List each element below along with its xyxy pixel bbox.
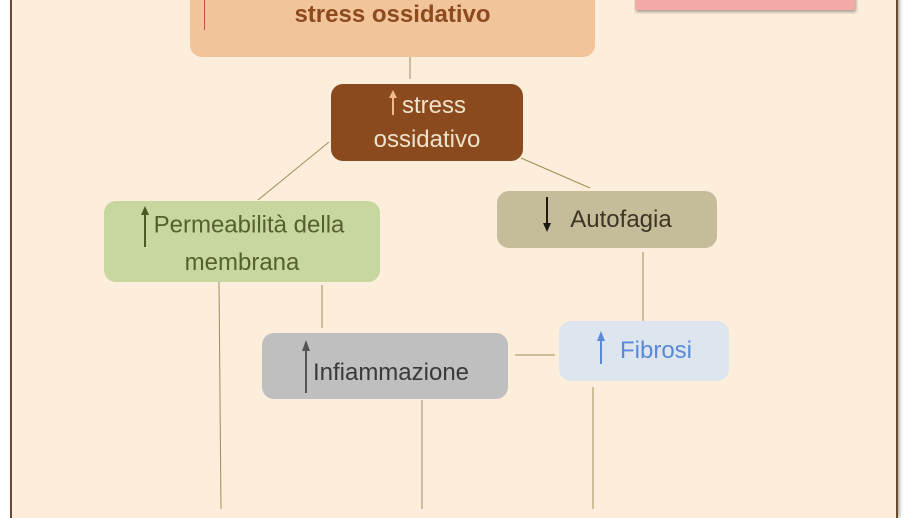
node-label-line1: Permeabilità della — [153, 210, 345, 238]
up-arrow-icon — [388, 89, 398, 124]
node-label-line1: stress — [401, 91, 466, 119]
node-label-line2: membrana — [184, 248, 300, 276]
red-marker-line — [204, 0, 205, 30]
up-arrow-icon — [596, 330, 606, 373]
node-permeabilita-membrana[interactable]: Permeabilità della membrana — [104, 201, 380, 282]
node-stress-ossidativo[interactable]: stress ossidativo — [331, 84, 523, 161]
up-arrow-icon — [301, 339, 311, 394]
node-label: Autofagia — [570, 205, 672, 233]
node-autofagia[interactable]: Autofagia — [497, 191, 717, 248]
node-label: Infiammazione — [312, 359, 470, 386]
connector-stress-permeabilita — [257, 141, 330, 201]
up-arrow-icon — [140, 205, 150, 247]
node-fibrosi[interactable]: Fibrosi — [559, 321, 729, 381]
node-top-stress-ossidativo[interactable]: stress ossidativo — [190, 0, 595, 57]
down-arrow-icon — [542, 197, 552, 242]
connector-stress-autofagia — [520, 157, 591, 189]
pink-box[interactable] — [635, 0, 855, 10]
node-label-line2: ossidativo — [373, 126, 481, 153]
node-infiammazione[interactable]: Infiammazione — [262, 333, 508, 399]
node-label: stress ossidativo — [294, 1, 491, 28]
node-label: Fibrosi — [619, 337, 692, 364]
connector-permeabilita-down — [218, 281, 222, 509]
